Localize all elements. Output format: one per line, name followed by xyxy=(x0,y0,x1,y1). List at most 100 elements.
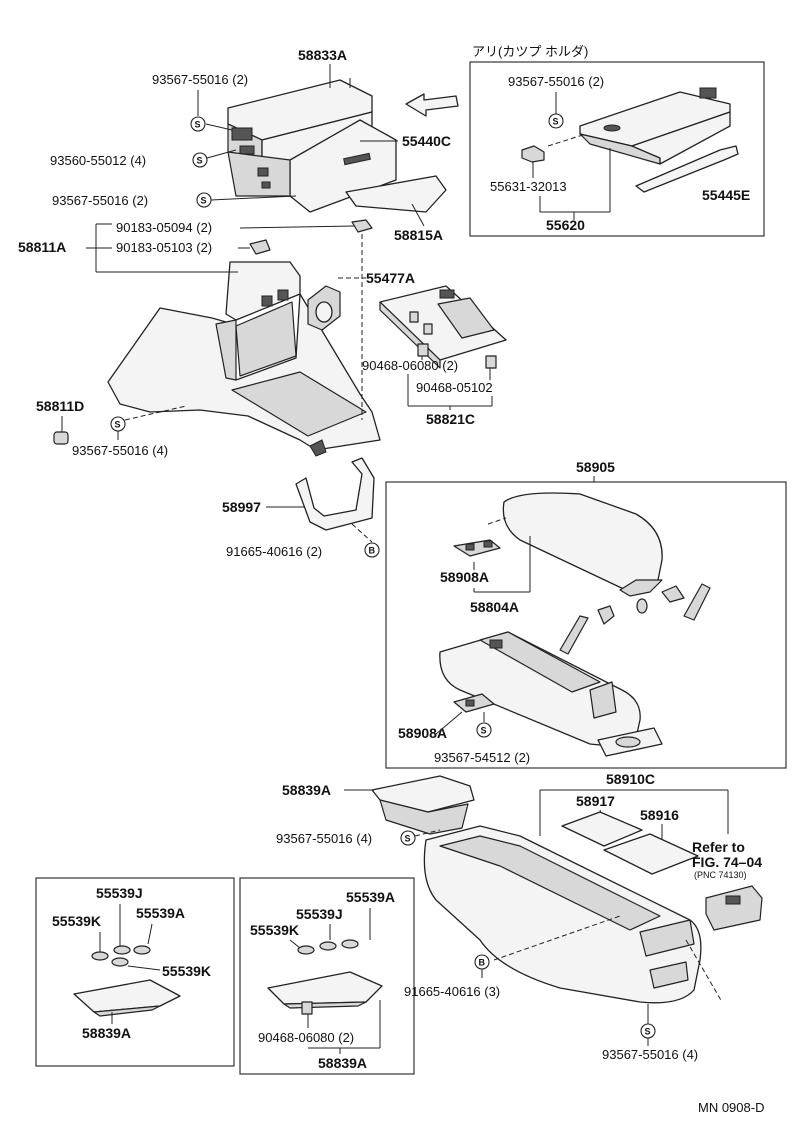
label-58811D: 58811D xyxy=(36,398,84,414)
label-91665-40616-2: 91665-40616 (2) xyxy=(226,544,322,559)
bracket-55445E xyxy=(635,145,739,193)
cup-tray xyxy=(597,727,663,757)
label-90183-05103-2: 90183-05103 (2) xyxy=(116,240,212,255)
label-58839A-2: 58839A xyxy=(82,1025,131,1041)
nut-58811D xyxy=(53,431,69,445)
panel-58821C xyxy=(379,285,507,369)
label-55477A: 55477A xyxy=(366,270,415,286)
armrest-lid-58804A xyxy=(502,492,663,597)
label-93567-55016-4c: 93567-55016 (4) xyxy=(602,1047,698,1062)
label-58833A: 58833A xyxy=(298,47,347,63)
label-93567-55016-2b: 93567-55016 (2) xyxy=(52,193,148,208)
armrest-group-box xyxy=(385,481,787,769)
clips-group-2 xyxy=(297,939,359,955)
label-55539J-1: 55539J xyxy=(96,885,143,901)
screw-symbol: S xyxy=(192,152,208,168)
svg-text:S: S xyxy=(481,726,487,736)
screw-symbol: S xyxy=(400,830,416,846)
label-93567-54512-2: 93567-54512 (2) xyxy=(434,750,530,765)
pnc-ref: (PNC 74130) xyxy=(694,870,747,880)
label-55539K-2: 55539K xyxy=(162,963,211,979)
label-55539A-2: 55539A xyxy=(346,889,395,905)
svg-text:B: B xyxy=(369,546,376,556)
svg-text:S: S xyxy=(195,120,201,130)
label-93567-55016-4a: 93567-55016 (4) xyxy=(72,443,168,458)
label-90468-06080-2a: 90468-06080 (2) xyxy=(362,358,458,373)
nut-90468-06080 xyxy=(417,343,429,357)
label-58908A-1: 58908A xyxy=(440,569,489,585)
label-90468-06080-2b: 90468-06080 (2) xyxy=(258,1030,354,1045)
bracket-58997 xyxy=(295,457,375,531)
svg-text:S: S xyxy=(115,420,121,430)
ashtray-ref xyxy=(705,885,763,931)
screw-symbol: S xyxy=(548,113,564,129)
label-55539A-1: 55539A xyxy=(136,905,185,921)
cupholder-group-box xyxy=(469,61,765,237)
hinge-58908A-bottom xyxy=(453,693,495,713)
label-93560-55012-4: 93560-55012 (4) xyxy=(50,153,146,168)
hinge-58908A-top xyxy=(453,539,501,557)
label-58910C: 58910C xyxy=(606,771,655,787)
label-93567-55016-4b: 93567-55016 (4) xyxy=(276,831,372,846)
svg-text:B: B xyxy=(479,958,486,968)
console-rear-58905 xyxy=(439,631,641,747)
label-55539K-3: 55539K xyxy=(250,922,299,938)
console-body-58811A xyxy=(107,261,381,457)
label-93567-55016-2c: 93567-55016 (2) xyxy=(508,74,604,89)
clip-90183-05103 xyxy=(249,239,271,255)
cupholder-title: アリ(カツプ ホルダ) xyxy=(472,44,588,59)
screw-symbol: S xyxy=(640,1023,656,1039)
label-55445E: 55445E xyxy=(702,187,750,203)
screw-symbol: S xyxy=(476,722,492,738)
svg-text:S: S xyxy=(197,156,203,166)
console-front-58910C xyxy=(423,825,702,1004)
nut-90468-05102 xyxy=(485,355,497,369)
label-90468-05102: 90468-05102 xyxy=(416,380,493,395)
drawing-number: MN 0908-D xyxy=(698,1100,764,1115)
label-58839A-1: 58839A xyxy=(282,782,331,798)
label-55620: 55620 xyxy=(546,217,585,233)
label-55539K-1: 55539K xyxy=(52,913,101,929)
label-91665-40616-3: 91665-40616 (3) xyxy=(404,984,500,999)
label-58804A: 58804A xyxy=(470,599,519,615)
variant-box-2 xyxy=(239,877,415,1075)
nut-90468-06080-b xyxy=(301,1001,313,1015)
label-58905: 58905 xyxy=(576,459,615,475)
label-55440C: 55440C xyxy=(402,133,451,149)
label-58916: 58916 xyxy=(640,807,679,823)
screw-symbol: S xyxy=(110,416,126,432)
pad-55477A xyxy=(307,285,341,331)
plate-58839A-2 xyxy=(267,971,383,1009)
label-58821C: 58821C xyxy=(426,411,475,427)
console-box-58833A xyxy=(227,78,373,169)
svg-text:S: S xyxy=(553,117,559,127)
svg-text:S: S xyxy=(645,1027,651,1037)
label-58997: 58997 xyxy=(222,499,261,515)
variant-box-1 xyxy=(35,877,235,1067)
clip-90183-05094 xyxy=(351,219,373,233)
label-58815A: 58815A xyxy=(394,227,443,243)
label-58917: 58917 xyxy=(576,793,615,809)
label-58908A-2: 58908A xyxy=(398,725,447,741)
latch-parts xyxy=(559,583,711,655)
refer-to: Refer to xyxy=(692,839,745,855)
mat-58916 xyxy=(603,833,699,875)
cupholder-unit xyxy=(579,87,731,165)
mat-58815A xyxy=(345,175,447,213)
screw-symbol: S xyxy=(190,116,206,132)
label-93567-55016-2a: 93567-55016 (2) xyxy=(152,72,248,87)
label-55539J-2: 55539J xyxy=(296,906,343,922)
mat-58917 xyxy=(561,811,643,847)
bolt-symbol: B xyxy=(474,954,490,970)
label-58811A: 58811A xyxy=(18,239,66,255)
clips-group-1 xyxy=(91,945,151,967)
clip-55631-32013 xyxy=(521,145,545,163)
label-90183-05094-2: 90183-05094 (2) xyxy=(116,220,212,235)
arrow-indicator xyxy=(405,93,459,117)
svg-text:S: S xyxy=(201,196,207,206)
label-55631-32013: 55631-32013 xyxy=(490,179,567,194)
svg-text:S: S xyxy=(405,834,411,844)
fig-ref: FIG. 74–04 xyxy=(692,854,762,870)
bolt-symbol: B xyxy=(364,542,380,558)
